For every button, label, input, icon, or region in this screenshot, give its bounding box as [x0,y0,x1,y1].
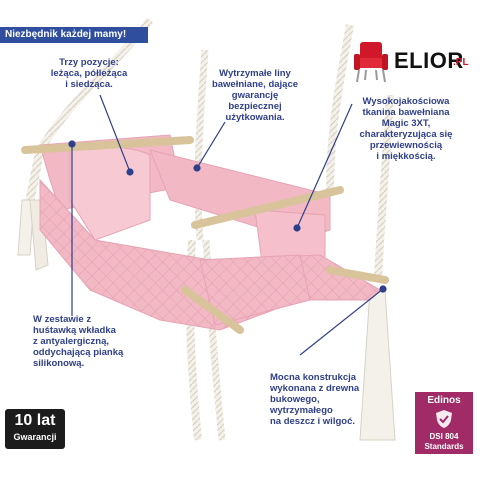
warranty-label: Gwarancji [13,432,57,442]
edinos-code-right: 804 [445,432,459,441]
elior-logo[interactable]: ELIOR .PL [352,40,476,84]
edinos-standards: Standards [424,442,464,451]
red-armchair-icon [354,42,388,83]
callout-frame: Mocna konstrukcja wykonana z drewna buko… [270,372,360,427]
promo-banner: Niezbędnik każdej mamy! [0,27,148,43]
callout-insert: W zestawie z huśtawką wkładka z antyaler… [33,314,124,369]
logo-suffix: .PL [453,57,469,68]
warranty-years: 10 lat [14,412,56,429]
edinos-code: DSI 804 [419,432,469,441]
edinos-code-left: DSI [429,432,443,441]
shield-check-icon [436,410,452,428]
callout-ropes: Wytrzymałe liny bawełniane, dające gwara… [211,68,299,123]
logo-name: ELIOR [394,48,464,73]
warranty-badge: 10 lat Gwarancji [5,409,65,449]
edinos-badge: Edinos DSI 804 Standards [415,392,473,454]
callout-positions: Trzy pozycje: leżąca, półleżąca i siedzą… [50,57,128,90]
edinos-name: Edinos [427,395,461,406]
callout-fabric: Wysokojakościowa tkanina bawełniana Magi… [359,96,453,162]
